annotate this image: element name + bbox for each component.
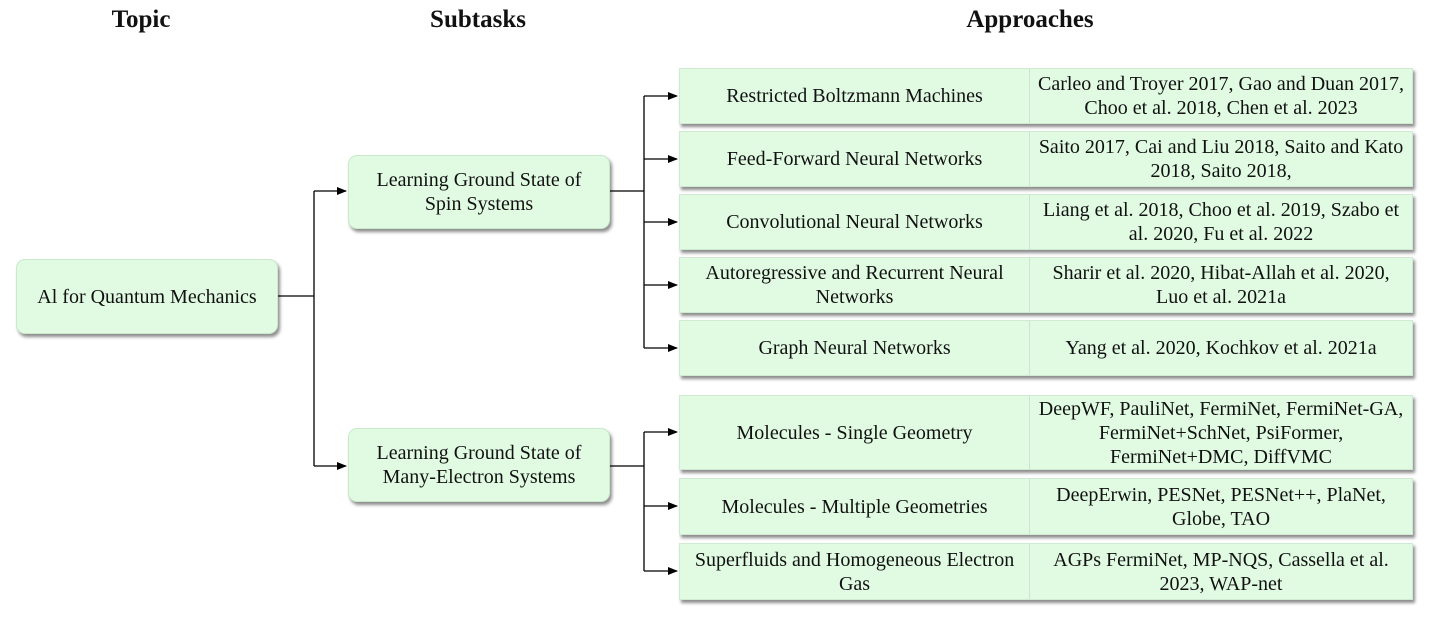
- approach-row: Molecules - Multiple Geometries DeepErwi…: [679, 478, 1413, 535]
- approach-method: Feed-Forward Neural Networks: [680, 132, 1031, 186]
- approach-method: Molecules - Single Geometry: [680, 396, 1031, 469]
- subtask-label: Learning Ground State of Spin Systems: [376, 169, 582, 215]
- header-approaches: Approaches: [966, 6, 1094, 33]
- approach-method: Graph Neural Networks: [680, 321, 1031, 375]
- approach-row: Restricted Boltzmann Machines Carleo and…: [679, 68, 1413, 124]
- approach-row: Autoregressive and Recurrent Neural Netw…: [679, 257, 1413, 313]
- approach-method: Restricted Boltzmann Machines: [680, 69, 1031, 123]
- approach-method: Convolutional Neural Networks: [680, 195, 1031, 249]
- approach-row: Graph Neural Networks Yang et al. 2020, …: [679, 320, 1413, 376]
- approach-references: Liang et al. 2018, Choo et al. 2019, Sza…: [1043, 199, 1400, 245]
- topic-node: Al for Quantum Mechanics: [16, 259, 278, 334]
- approach-row: Convolutional Neural Networks Liang et a…: [679, 194, 1413, 250]
- topic-label: Al for Quantum Mechanics: [37, 285, 257, 308]
- approach-references: DeepErwin, PESNet, PESNet++, PlaNet, Glo…: [1056, 483, 1386, 530]
- approach-references: Saito 2017, Cai and Liu 2018, Saito and …: [1038, 136, 1404, 182]
- approach-method: Molecules - Multiple Geometries: [680, 479, 1031, 534]
- approach-row: Molecules - Single Geometry DeepWF, Paul…: [679, 395, 1413, 470]
- approach-references: DeepWF, PauliNet, FermiNet, FermiNet-GA,…: [1038, 397, 1404, 468]
- subtask-node-many-electron-systems: Learning Ground State of Many-Electron S…: [348, 428, 610, 502]
- subtask-label: Learning Ground State of Many-Electron S…: [376, 442, 582, 488]
- approach-references: Sharir et al. 2020, Hibat-Allah et al. 2…: [1052, 262, 1390, 308]
- header-topic: Topic: [111, 6, 171, 33]
- subtask-node-spin-systems: Learning Ground State of Spin Systems: [348, 155, 610, 229]
- approach-row: Feed-Forward Neural Networks Saito 2017,…: [679, 131, 1413, 187]
- header-subtasks: Subtasks: [430, 6, 526, 33]
- approach-references: Carleo and Troyer 2017, Gao and Duan 201…: [1037, 73, 1405, 119]
- approach-references: AGPs FermiNet, MP-NQS, Cassella et al. 2…: [1053, 548, 1389, 595]
- approach-references: Yang et al. 2020, Kochkov et al. 2021a: [1065, 337, 1377, 359]
- approach-row: Superfluids and Homogeneous Electron Gas…: [679, 543, 1413, 600]
- approach-method: Superfluids and Homogeneous Electron Gas: [680, 544, 1031, 599]
- approach-method: Autoregressive and Recurrent Neural Netw…: [680, 258, 1031, 312]
